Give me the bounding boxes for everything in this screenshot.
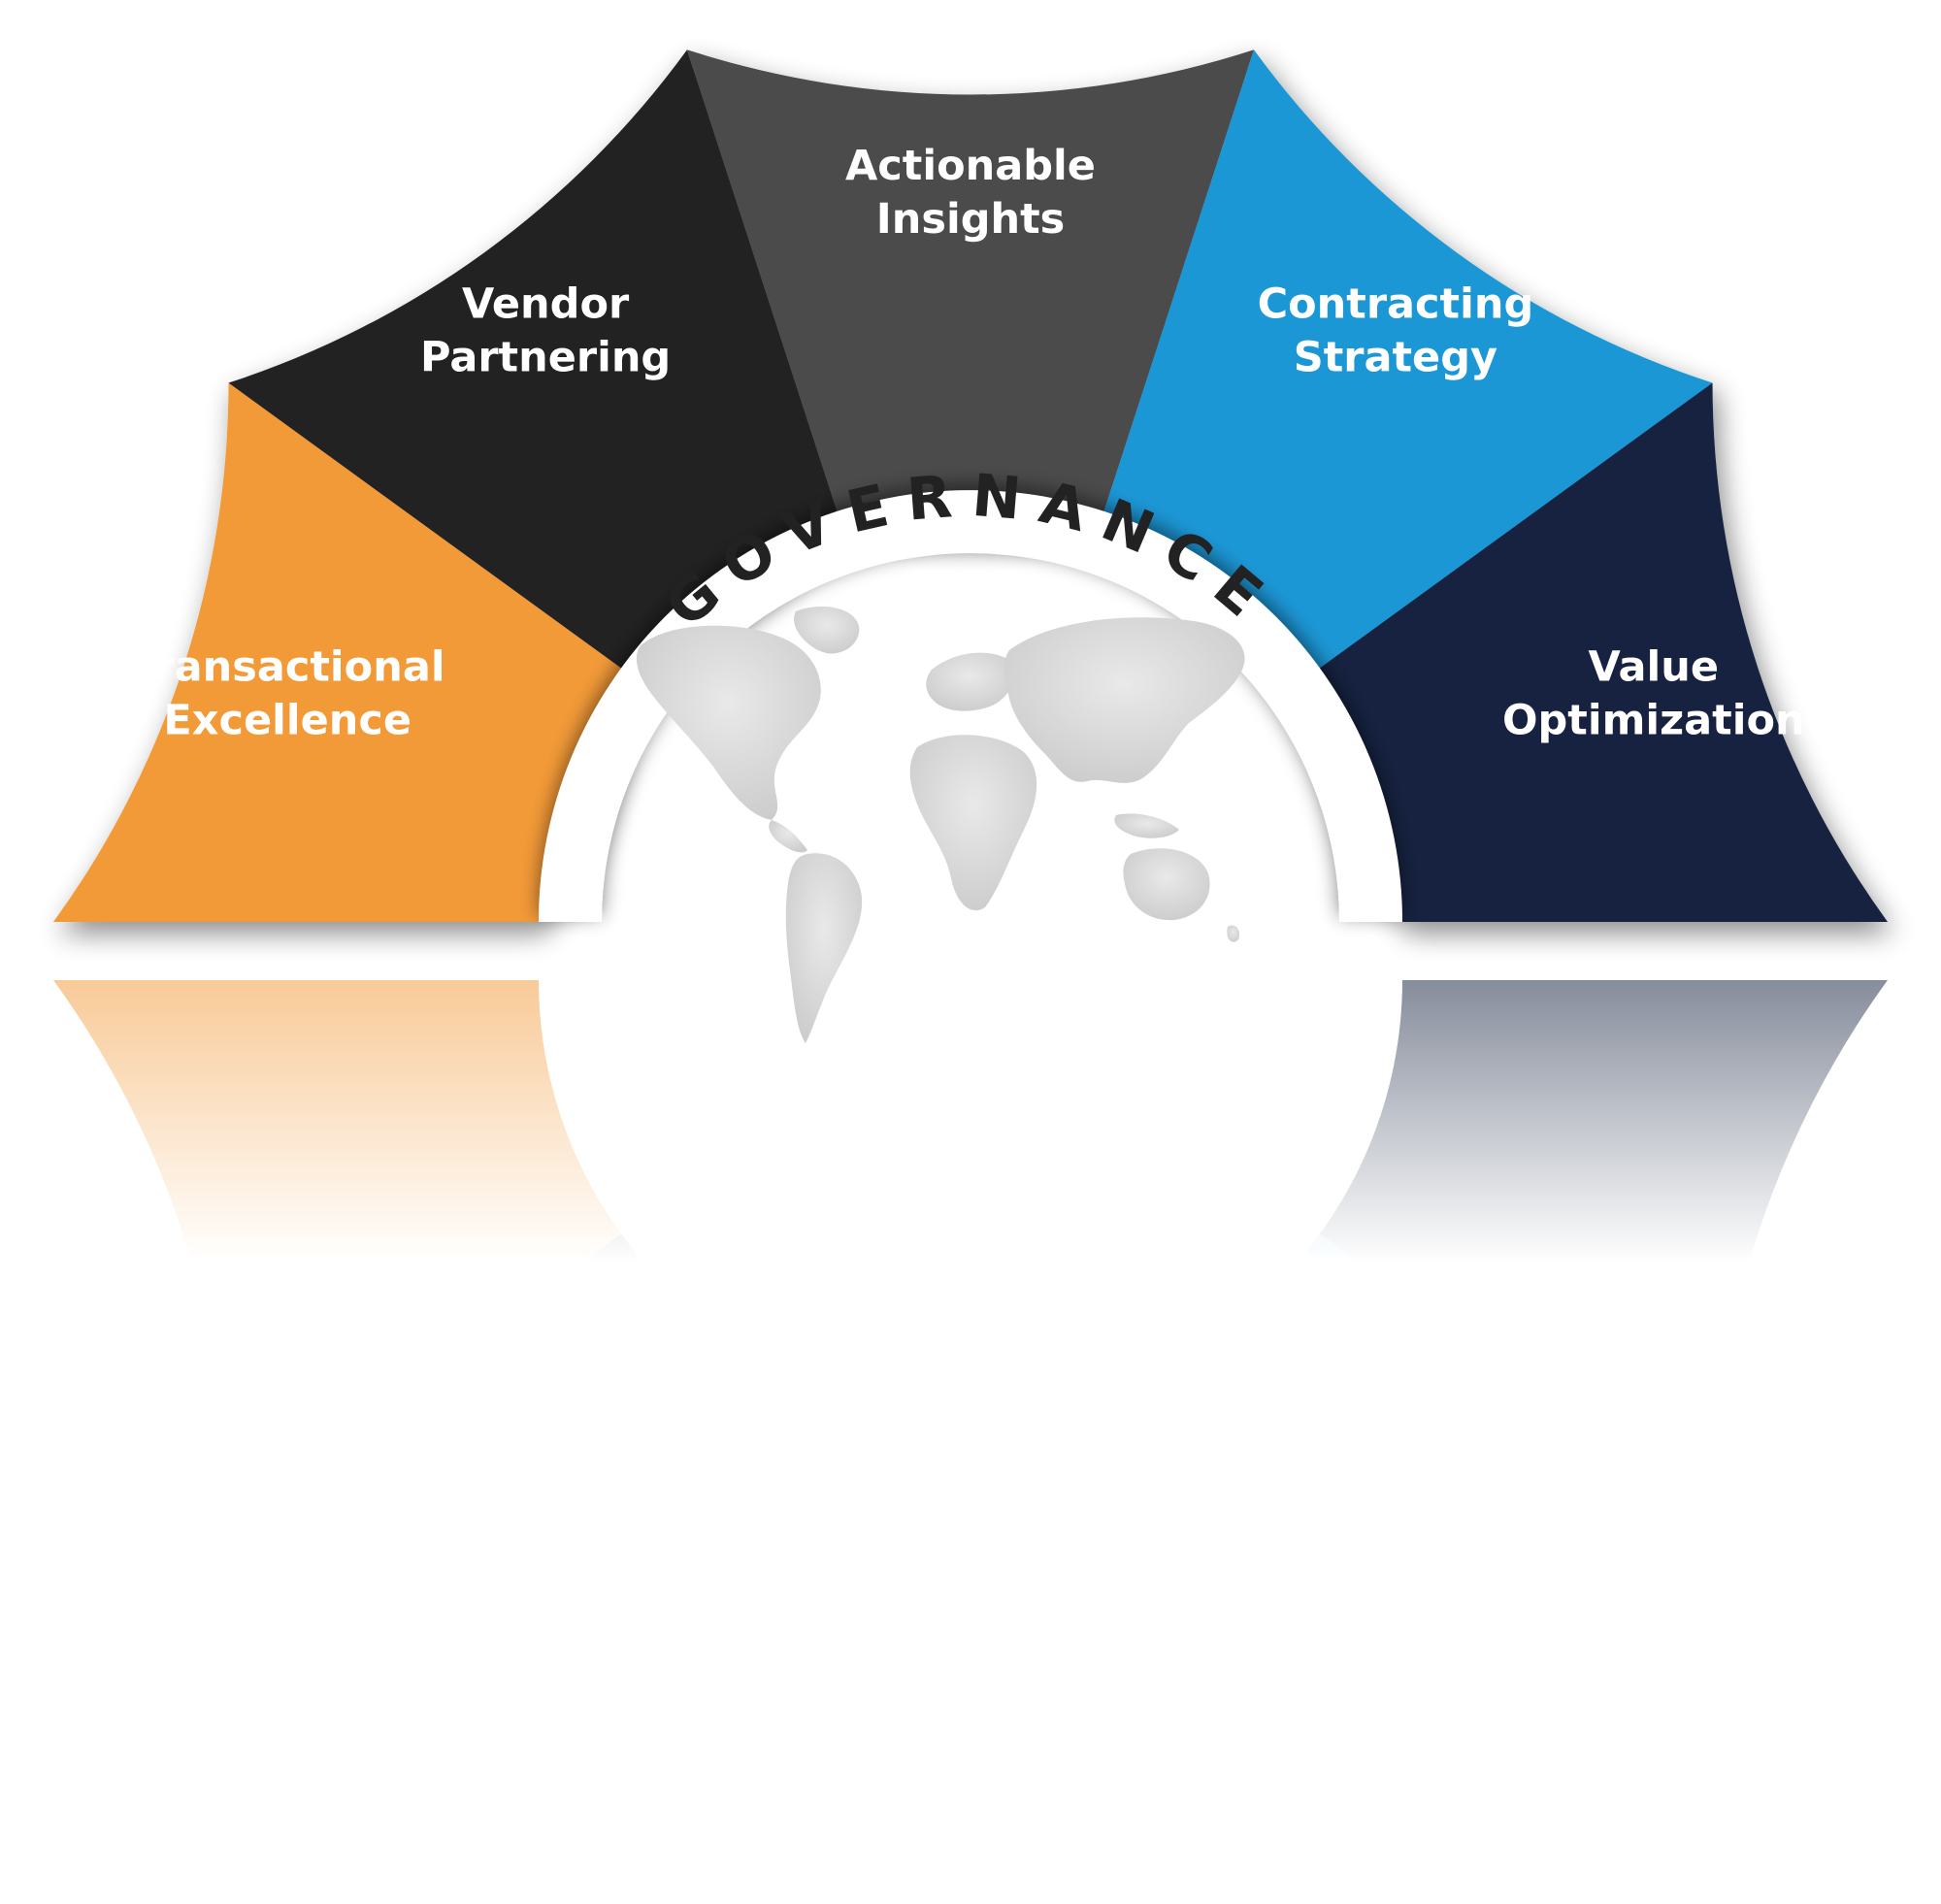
segment-label-line: Strategy: [1294, 333, 1497, 381]
governance-ring: [539, 490, 1402, 922]
world-map-icon: [636, 607, 1245, 1043]
segment-label-line: Partnering: [420, 333, 671, 381]
segment-label-line: Actionable: [845, 142, 1096, 190]
segment-contracting-strategy: [1103, 49, 1713, 669]
segment-transactional-excellence: [53, 382, 621, 922]
segment-value-optimization: [1320, 382, 1888, 922]
segment-label-line: Transactional: [130, 642, 445, 691]
segment-label-line: Insights: [876, 195, 1066, 244]
reflection-fade: [0, 961, 1941, 1904]
segment-actionable-insights: [686, 49, 1255, 533]
segment-vendor-partnering: [228, 49, 838, 669]
segment-label-line: Contracting: [1258, 279, 1534, 328]
segment-label-line: Vendor: [462, 279, 630, 328]
segment-label-line: Optimization: [1502, 696, 1805, 744]
segment-ring: [53, 49, 1888, 922]
segment-label-line: Value: [1589, 642, 1719, 691]
segment-label-line: Excellence: [163, 696, 411, 744]
